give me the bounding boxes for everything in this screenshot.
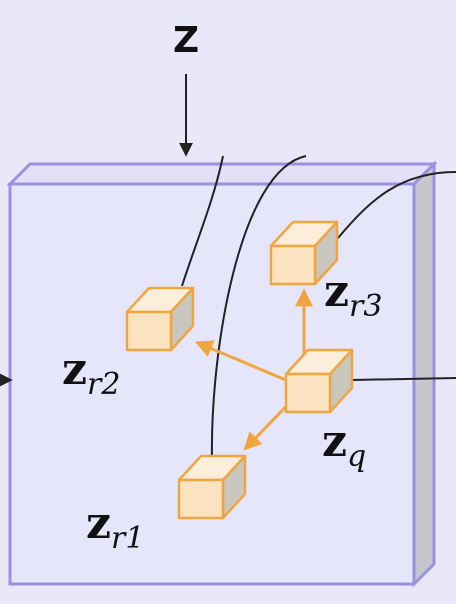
slab-side-face [412, 160, 436, 588]
line-to-zr3 [337, 171, 456, 239]
cube-zq [284, 348, 354, 414]
line-to-zr1 [210, 155, 307, 461]
cube-zr3 [269, 220, 339, 286]
label-zr1: zr1 [86, 498, 144, 556]
line-to-zr2 [181, 155, 224, 287]
label-zq: zq [322, 416, 366, 474]
slab-top-face [6, 162, 438, 186]
label-zr2: zr2 [62, 344, 120, 402]
top-label: Z [173, 20, 199, 61]
connector-lines [181, 155, 456, 461]
cube-zr2 [125, 286, 195, 352]
label-zr3: zr3 [324, 266, 382, 324]
cube-zr1 [177, 454, 247, 520]
line-to-zq [351, 377, 456, 381]
arrow-to-zr2 [194, 340, 301, 388]
